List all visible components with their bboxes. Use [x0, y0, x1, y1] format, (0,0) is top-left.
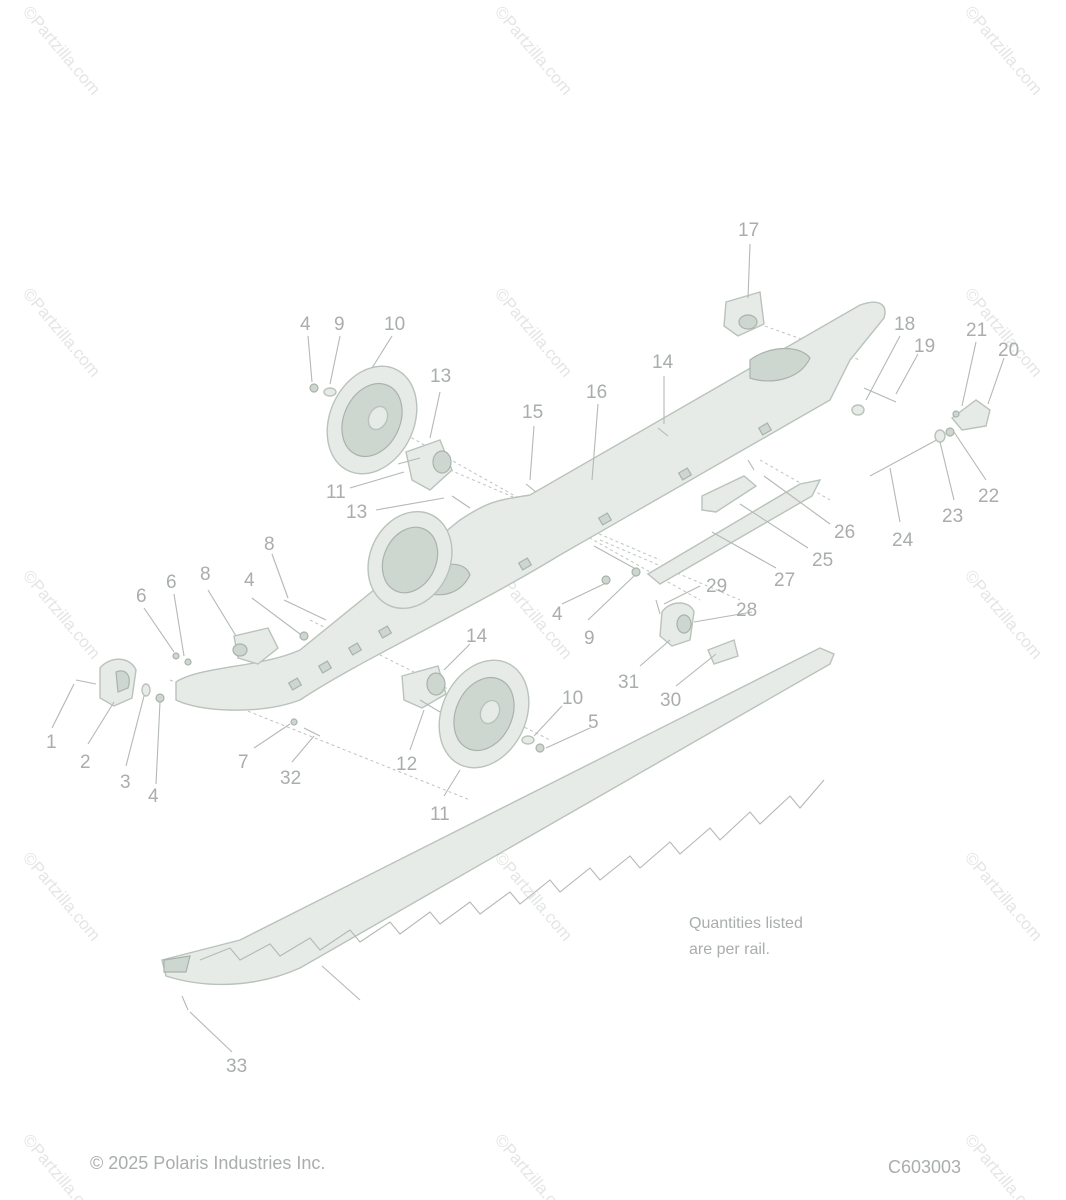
callout-26: 27	[774, 570, 795, 591]
callout-7: 8	[200, 564, 211, 585]
callout-11: 11	[326, 482, 346, 503]
callout-21: 22	[978, 486, 999, 507]
callout-27: 28	[736, 600, 757, 621]
spindle-30-part	[659, 602, 695, 647]
callout-4: 5	[588, 712, 599, 733]
spacer-13-lower-part	[401, 665, 447, 709]
leader-lines	[51, 243, 1005, 1053]
callout-15: 16	[586, 382, 607, 403]
callout-10: 10	[384, 314, 405, 335]
bumper-7-part	[232, 627, 279, 665]
quantity-note-line-1: Quantities listed	[689, 915, 803, 932]
watermark: ©Partzilla.com	[19, 848, 104, 944]
watermark: ©Partzilla.com	[961, 848, 1046, 944]
callout-5: 6	[136, 586, 147, 607]
callout-6: 7	[238, 752, 249, 773]
watermarks: ©Partzilla.com ©Partzilla.com ©Partzilla…	[19, 2, 1046, 1200]
callout-10: 11	[430, 804, 450, 825]
watermark: ©Partzilla.com	[961, 566, 1046, 662]
callout-19: 20	[998, 340, 1019, 361]
diagram-code: C603003	[888, 1157, 962, 1177]
callout-13: 13	[430, 366, 451, 387]
callout-20: 21	[966, 320, 987, 341]
callout-6: 6	[166, 572, 177, 593]
callout-1: 1	[46, 732, 57, 753]
callout-24: 25	[812, 550, 833, 571]
wear-bar-33-part	[161, 647, 835, 986]
plate-24-26-part	[646, 475, 822, 585]
watermark: ©Partzilla.com	[19, 566, 104, 662]
callout-11: 12	[396, 754, 417, 775]
callout-9: 10	[562, 688, 583, 709]
callout-18: 19	[914, 336, 935, 357]
bracket-19-part	[950, 399, 991, 431]
callout-13: 14	[466, 626, 488, 647]
block-16-part	[723, 291, 765, 337]
spacer-13-upper-part	[405, 439, 453, 491]
callout-22: 23	[942, 506, 963, 527]
callout-4: 4	[244, 570, 255, 591]
callout-8: 9	[584, 628, 595, 649]
callout-25: 26	[834, 522, 855, 543]
watermark: ©Partzilla.com	[961, 1130, 1046, 1200]
callout-2: 2	[80, 752, 91, 773]
callout-29: 30	[660, 690, 681, 711]
callout-30: 31	[618, 672, 639, 693]
pin-29-part	[707, 639, 739, 665]
callout-8: 8	[264, 534, 275, 555]
callout-23: 24	[892, 530, 914, 551]
callout-16: 17	[738, 220, 759, 241]
callout-14: 15	[522, 402, 543, 423]
quantity-note-line-2: are per rail.	[689, 941, 770, 958]
callout-9: 9	[334, 314, 345, 335]
wheel-lower-part	[438, 659, 530, 769]
axle-23-part	[869, 435, 945, 477]
quantity-note: Quantities listed are per rail.	[689, 911, 889, 963]
callout-12: 13	[346, 502, 367, 523]
watermark: ©Partzilla.com	[961, 2, 1046, 98]
callouts: 1 2 3 4 4 4 4 5 6 6 7 8 8 9 9 10 10 11 1…	[46, 220, 1019, 1077]
callout-28: 29	[706, 576, 727, 597]
callout-4: 4	[300, 314, 311, 335]
callout-14: 14	[652, 352, 674, 373]
callout-3: 3	[120, 772, 131, 793]
callout-4: 4	[552, 604, 563, 625]
rail-cutouts	[287, 422, 773, 691]
tip-2-part	[99, 658, 137, 707]
callout-4: 4	[148, 786, 159, 807]
wheel-upper-part	[326, 365, 418, 475]
watermark: ©Partzilla.com	[19, 2, 104, 98]
wheel-middle-part	[367, 510, 453, 610]
callout-17: 18	[894, 314, 915, 335]
watermark: ©Partzilla.com	[491, 1130, 576, 1200]
callout-31: 32	[280, 768, 301, 789]
callout-32: 33	[226, 1056, 247, 1077]
watermark: ©Partzilla.com	[491, 2, 576, 98]
watermark: ©Partzilla.com	[491, 284, 576, 380]
watermark: ©Partzilla.com	[19, 284, 104, 380]
copyright-text: © 2025 Polaris Industries Inc.	[90, 1153, 326, 1173]
